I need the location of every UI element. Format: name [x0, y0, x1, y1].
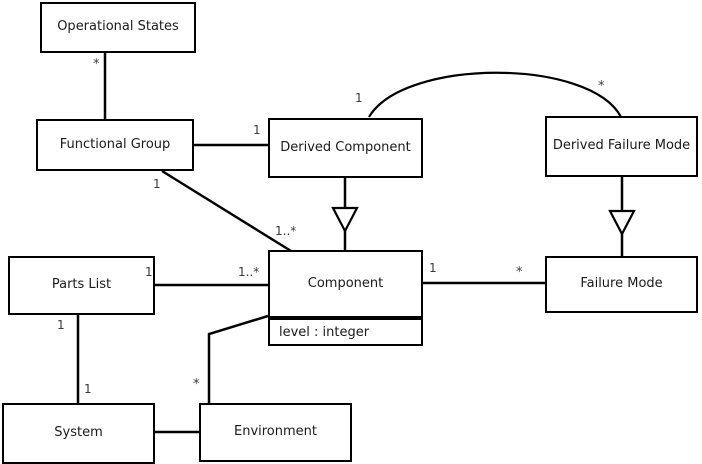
class-name-system: System [54, 425, 103, 441]
class-name-environment: Environment [233, 424, 317, 440]
class-name-functional-group: Functional Group [59, 136, 171, 152]
class-box-failure-mode[interactable]: Failure Mode [545, 256, 698, 313]
multiplicity-component-right: 1 [429, 261, 437, 275]
class-box-operational-states[interactable]: Operational States [40, 2, 196, 53]
class-name-derived-failure-mode: Derived Failure Mode [552, 138, 691, 154]
multiplicity-derived-component-left: 1 [355, 91, 363, 105]
generalization-triangle-component [331, 206, 359, 234]
multiplicity-operational-states-end: * [93, 57, 100, 72]
connector-component-environment [207, 314, 269, 403]
class-box-component[interactable]: Component [268, 250, 423, 318]
multiplicity-environment-top: * [193, 377, 200, 392]
multiplicity-functional-group-bottom: 1 [153, 177, 161, 191]
class-name-component: Component [307, 275, 384, 291]
class-box-derived-component[interactable]: Derived Component [268, 118, 423, 178]
connector-functional-group-component [161, 169, 292, 253]
class-name-derived-component: Derived Component [280, 139, 411, 155]
class-box-parts-list[interactable]: Parts List [8, 256, 155, 315]
multiplicity-component-upper-left: 1..* [275, 224, 297, 238]
class-attributes-component[interactable]: level : integer [268, 318, 423, 346]
class-name-operational-states: Operational States [57, 19, 179, 35]
multiplicity-failure-mode-left: * [516, 265, 523, 280]
multiplicity-derived-component-arc: 1 [253, 123, 261, 137]
multiplicity-component-left: 1..* [238, 265, 260, 279]
class-box-derived-failure-mode[interactable]: Derived Failure Mode [545, 116, 698, 177]
attribute-level: level : integer [279, 324, 370, 340]
multiplicity-system-top: 1 [84, 382, 92, 396]
class-box-functional-group[interactable]: Functional Group [36, 119, 194, 171]
multiplicity-parts-list-right: 1 [145, 265, 153, 279]
multiplicity-derived-failure-mode-arc: * [598, 79, 605, 94]
class-box-system[interactable]: System [2, 403, 155, 464]
multiplicity-parts-list-bottom: 1 [57, 318, 65, 332]
class-name-failure-mode: Failure Mode [580, 276, 663, 292]
generalization-triangle-failure-mode [608, 209, 636, 237]
class-name-parts-list: Parts List [51, 277, 112, 293]
class-box-environment[interactable]: Environment [199, 403, 352, 462]
connector-derived-component-derived-failure-mode [368, 71, 622, 118]
